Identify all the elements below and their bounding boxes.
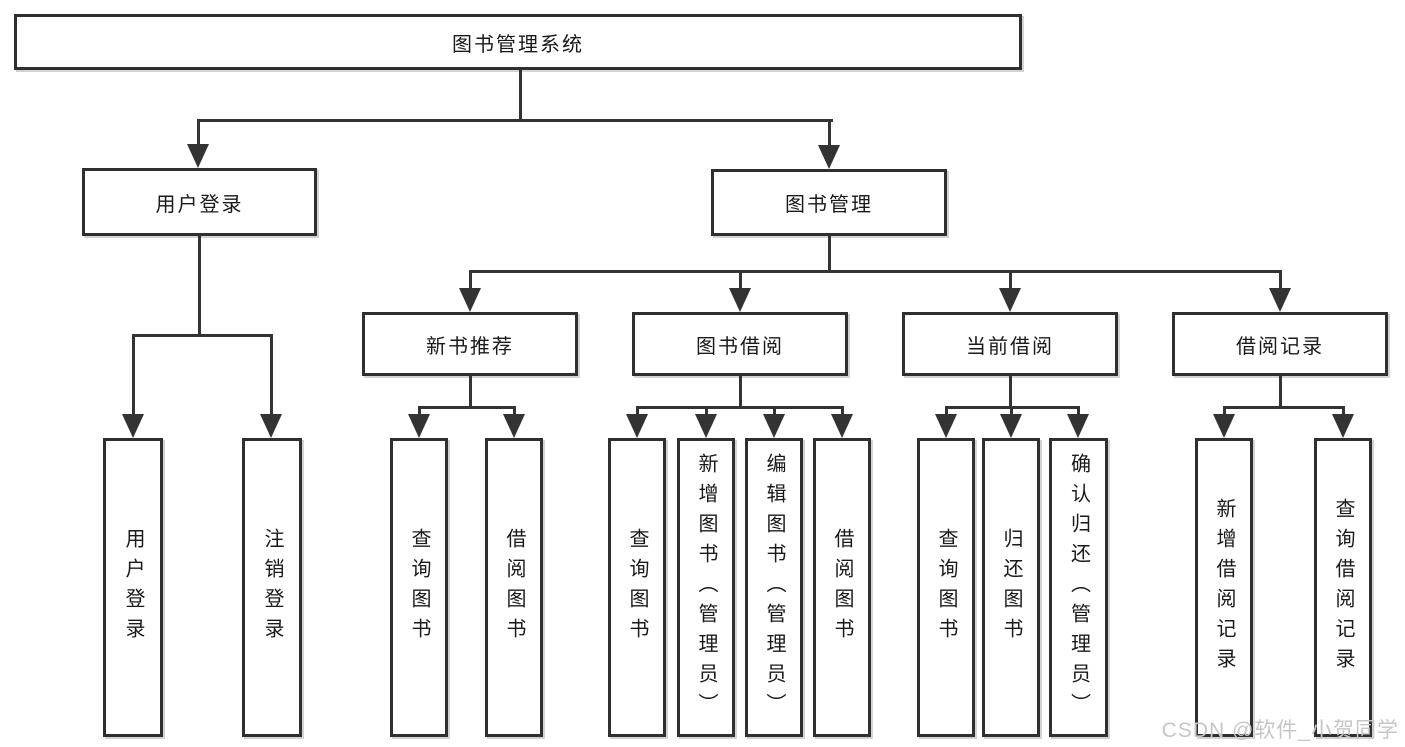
node-book-borrowing: 图书借阅 — [632, 312, 848, 376]
connector-line — [1010, 406, 1013, 416]
connector-line — [739, 270, 742, 292]
connector-line — [132, 334, 135, 414]
leaf-user-login: 用户登录 — [103, 438, 163, 737]
connector-line — [945, 406, 948, 416]
connector-line — [1223, 406, 1226, 416]
node-current-borrowing: 当前借阅 — [902, 312, 1118, 376]
leaf-query-books: 查询图书 — [390, 438, 448, 737]
connector-line — [636, 406, 639, 416]
connector-line — [197, 119, 200, 147]
connector-line — [1009, 376, 1012, 408]
connector-line — [1077, 406, 1080, 416]
connector-line — [418, 406, 516, 409]
connector-line — [1342, 406, 1345, 416]
leaf-borrow-books: 借阅图书 — [485, 438, 543, 737]
arrowhead-down-icon — [935, 414, 957, 438]
connector-line — [828, 236, 831, 272]
leaf-confirm-return-admin: 确认归还（管理员） — [1049, 438, 1108, 737]
connector-line — [1009, 270, 1012, 292]
leaf-return-books: 归还图书 — [982, 438, 1040, 737]
watermark: CSDN @软件_小贺同学 — [1161, 719, 1399, 742]
connector-line — [469, 376, 472, 408]
leaf-add-borrow-record: 新增借阅记录 — [1195, 438, 1253, 737]
connector-line — [198, 236, 201, 336]
connector-line — [636, 406, 843, 409]
arrowhead-down-icon — [1269, 288, 1291, 312]
arrowhead-down-icon — [999, 288, 1021, 312]
leaf-query-books: 查询图书 — [917, 438, 975, 737]
node-book-management: 图书管理 — [711, 169, 947, 236]
arrowhead-down-icon — [626, 414, 648, 438]
arrowhead-down-icon — [729, 288, 751, 312]
arrowhead-down-icon — [1213, 414, 1235, 438]
node-borrowing-records: 借阅记录 — [1172, 312, 1388, 376]
connector-line — [828, 119, 831, 147]
arrowhead-down-icon — [818, 145, 840, 169]
connector-line — [773, 406, 776, 416]
arrowhead-down-icon — [1000, 414, 1022, 438]
node-new-book-recommendation: 新书推荐 — [362, 312, 578, 376]
connector-line — [469, 270, 472, 292]
node-library-management-system: 图书管理系统 — [14, 14, 1022, 70]
connector-line — [1279, 376, 1282, 408]
connector-line — [132, 334, 273, 337]
arrowhead-down-icon — [1332, 414, 1354, 438]
connector-line — [469, 270, 1281, 273]
arrowhead-down-icon — [260, 414, 282, 438]
arrowhead-down-icon — [695, 414, 717, 438]
arrowhead-down-icon — [408, 414, 430, 438]
arrowhead-down-icon — [763, 414, 785, 438]
leaf-logout: 注销登录 — [242, 438, 302, 737]
leaf-edit-book-admin: 编辑图书（管理员） — [745, 438, 803, 737]
leaf-query-books: 查询图书 — [608, 438, 666, 737]
connector-line — [705, 406, 708, 416]
arrowhead-down-icon — [187, 144, 209, 168]
leaf-query-borrow-record: 查询借阅记录 — [1314, 438, 1372, 737]
connector-line — [739, 376, 742, 408]
arrowhead-down-icon — [831, 414, 853, 438]
connector-line — [1279, 270, 1282, 292]
connector-line — [1223, 406, 1344, 409]
arrowhead-down-icon — [459, 288, 481, 312]
arrowhead-down-icon — [1067, 414, 1089, 438]
connector-line — [513, 406, 516, 416]
leaf-add-book-admin: 新增图书（管理员） — [677, 438, 735, 737]
arrowhead-down-icon — [503, 414, 525, 438]
arrowhead-down-icon — [122, 414, 144, 438]
connector-line — [418, 406, 421, 416]
leaf-borrow-books: 借阅图书 — [813, 438, 871, 737]
connector-line — [519, 70, 522, 121]
node-user-login: 用户登录 — [82, 168, 317, 236]
connector-line — [270, 334, 273, 414]
connector-line — [197, 119, 833, 122]
connector-line — [841, 406, 844, 416]
